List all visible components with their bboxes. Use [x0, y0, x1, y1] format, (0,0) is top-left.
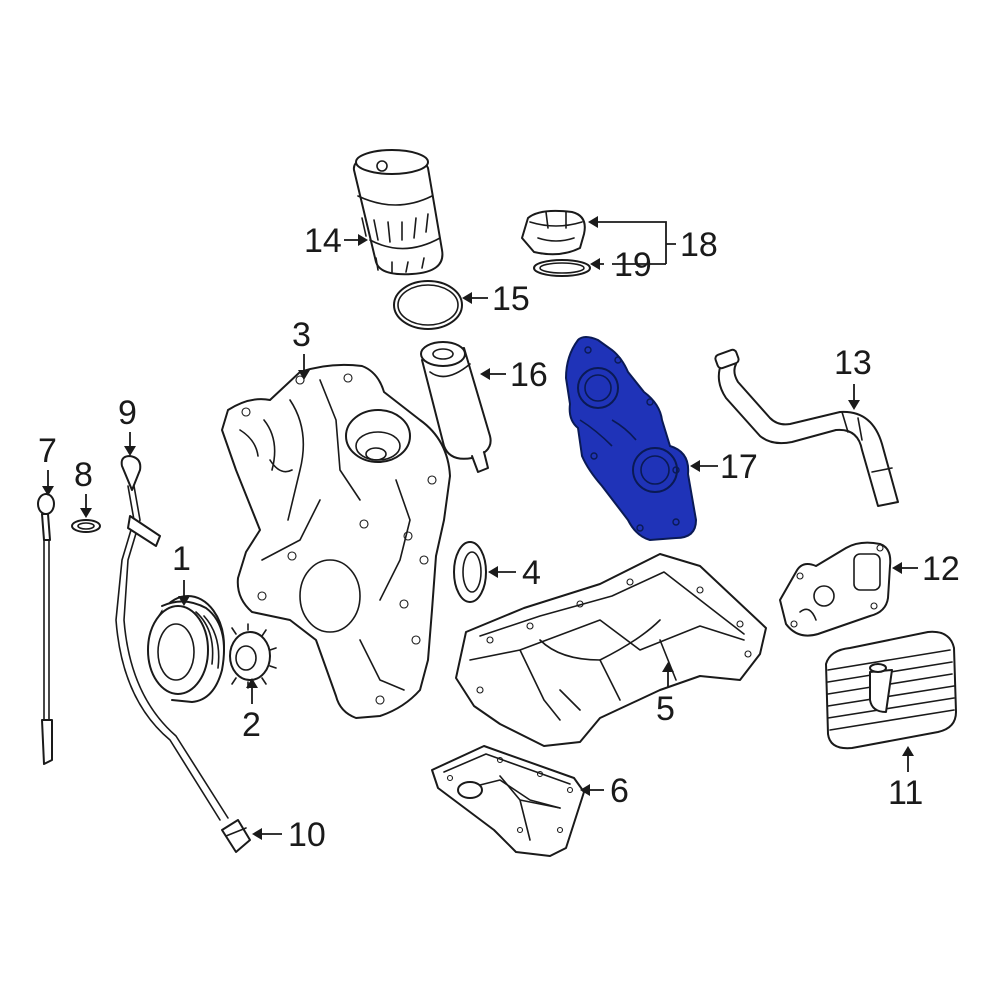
dipstick-tube[interactable]	[115, 455, 229, 821]
callout-16: 16	[510, 356, 548, 394]
oil-filter-housing-cap[interactable]	[352, 149, 444, 276]
oil-filter-element[interactable]	[420, 341, 492, 473]
timing-case-cover[interactable]	[221, 363, 451, 719]
upper-oil-pan[interactable]	[455, 553, 767, 747]
lower-oil-pan[interactable]	[431, 745, 585, 857]
callout-8: 8	[74, 456, 93, 494]
callout-6: 6	[610, 772, 629, 810]
leader-lines	[42, 216, 918, 840]
oil-filler-cap[interactable]	[521, 209, 586, 256]
callout-labels: 1 2 3 4 5 6 7 8 9 10 11 12 13 14 15 16 1…	[38, 222, 960, 854]
callout-9: 9	[118, 394, 137, 432]
crankshaft-pulley[interactable]	[147, 595, 225, 703]
callout-19: 19	[614, 246, 652, 284]
callout-13: 13	[834, 344, 872, 382]
oil-cooler-gasket[interactable]	[779, 541, 892, 637]
callout-4: 4	[522, 554, 541, 592]
crankshaft-sprocket[interactable]	[229, 623, 277, 689]
o-ring-15[interactable]	[393, 280, 463, 330]
callout-1: 1	[172, 540, 191, 578]
callout-14: 14	[304, 222, 342, 260]
oil-cooler[interactable]	[825, 630, 957, 750]
cap-seal-ring[interactable]	[533, 259, 591, 277]
callout-18: 18	[680, 226, 718, 264]
oil-dipstick[interactable]	[37, 493, 55, 765]
front-crankshaft-seal[interactable]	[453, 541, 487, 603]
cover-gasket-highlighted[interactable]	[564, 336, 698, 542]
callout-2: 2	[242, 706, 261, 744]
callout-10: 10	[288, 816, 326, 854]
callout-12: 12	[922, 550, 960, 588]
callout-11: 11	[888, 774, 923, 812]
oil-hose[interactable]	[714, 348, 899, 507]
dipstick-o-ring[interactable]	[71, 519, 101, 533]
tube-end-cap[interactable]	[221, 819, 251, 853]
callout-7: 7	[38, 432, 57, 470]
callout-5: 5	[656, 690, 675, 728]
callout-17: 17	[720, 448, 758, 486]
callout-3: 3	[292, 316, 311, 354]
callout-15: 15	[492, 280, 530, 318]
